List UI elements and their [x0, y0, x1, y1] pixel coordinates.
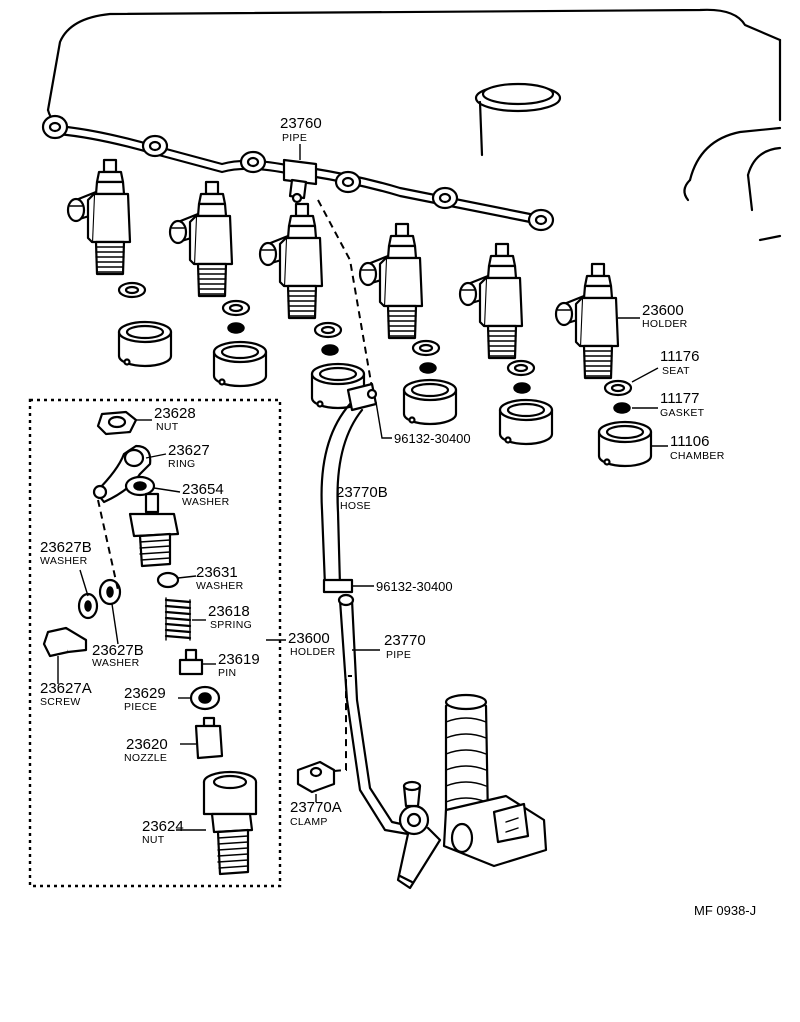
label-screw-23627a: 23627A SCREW: [40, 680, 92, 708]
part-name: PIN: [218, 667, 236, 679]
part-number: 23627B: [92, 642, 144, 659]
part-number: 11106: [670, 433, 710, 450]
part-number: 23770: [384, 632, 426, 649]
part-name: SPRING: [210, 619, 252, 631]
part-name: NUT: [156, 421, 179, 433]
part-number: 23629: [124, 685, 166, 702]
part-name: NUT: [142, 834, 165, 846]
part-name: SEAT: [662, 365, 690, 377]
label-nut-23628: 23628 NUT: [154, 405, 196, 433]
label-nut-23624: 23624 NUT: [142, 818, 184, 846]
part-name: WASHER: [196, 580, 244, 592]
label-clip-96132-lower: 96132-30400: [376, 579, 453, 594]
part-name: WASHER: [40, 555, 88, 567]
return-pipe: [41, 114, 555, 232]
part-number: 23654: [182, 481, 224, 498]
part-number: 23627A: [40, 680, 92, 697]
overflow-hose-assembly: [317, 199, 442, 890]
part-number: 23600: [642, 302, 684, 319]
part-number: 23620: [126, 736, 168, 753]
exploded-view-frame: [28, 398, 282, 888]
part-name: CLAMP: [290, 816, 328, 828]
part-number: 23627B: [40, 539, 92, 556]
label-ring-23627: 23627 RING: [168, 442, 210, 470]
part-name: HOLDER: [290, 646, 336, 658]
label-pipe-23760: 23760 PIPE: [280, 115, 322, 144]
label-washer-23627b-lower: 23627B WASHER: [92, 642, 144, 669]
part-number: 96132-30400: [376, 579, 453, 594]
part-number: 11176: [660, 348, 700, 365]
part-number: 23628: [154, 405, 196, 422]
label-clip-96132-upper: 96132-30400: [394, 431, 471, 446]
part-name: WASHER: [92, 657, 140, 669]
label-nozzle-23620: 23620 NOZZLE: [124, 736, 168, 764]
part-number: 23619: [218, 651, 260, 668]
part-name: GASKET: [660, 407, 705, 419]
label-seat-11176: 11176 SEAT: [660, 348, 700, 377]
label-piece-23629: 23629 PIECE: [124, 685, 166, 713]
label-pipe-23770: 23770 PIPE: [384, 632, 426, 661]
label-pin-23619: 23619 PIN: [218, 651, 260, 679]
part-name: SCREW: [40, 696, 81, 708]
part-name: CHAMBER: [670, 450, 725, 462]
label-holder-23600-exploded: 23600 HOLDER: [288, 630, 336, 658]
label-chamber-11106: 11106 CHAMBER: [670, 433, 725, 462]
part-number: 23600: [288, 630, 330, 647]
part-name: WASHER: [182, 496, 230, 508]
leader-lines: [57, 144, 668, 831]
part-name: PIPE: [282, 132, 307, 144]
part-number: 11177: [660, 390, 700, 407]
diagram-code: MF 0938-J: [694, 903, 756, 918]
label-hose-23770b: 23770B HOSE: [336, 484, 388, 512]
label-washer-23627b-left: 23627B WASHER: [40, 539, 92, 567]
part-name: RING: [168, 458, 195, 470]
part-name: HOSE: [340, 500, 371, 512]
label-spring-23618: 23618 SPRING: [208, 603, 252, 631]
part-name: HOLDER: [642, 318, 688, 330]
label-washer-23654: 23654 WASHER: [182, 481, 230, 508]
part-name: NOZZLE: [124, 752, 167, 764]
label-washer-23631: 23631 WASHER: [196, 564, 244, 592]
part-number: 23624: [142, 818, 184, 835]
part-number: 23631: [196, 564, 238, 581]
exploded-components: [42, 410, 336, 876]
label-gasket-11177: 11177 GASKET: [660, 390, 705, 419]
part-number: 23618: [208, 603, 250, 620]
part-number: 23770B: [336, 484, 388, 501]
injection-pump: [442, 693, 548, 868]
part-name: PIECE: [124, 701, 157, 713]
part-number: 96132-30400: [394, 431, 471, 446]
label-holder-23600-top: 23600 HOLDER: [642, 302, 688, 330]
engine-outline: [46, 8, 782, 242]
part-number: 23760: [280, 115, 322, 132]
part-number: 23627: [168, 442, 210, 459]
label-clamp-23770a: 23770A CLAMP: [290, 799, 342, 828]
part-name: PIPE: [386, 649, 411, 661]
part-number: 23770A: [290, 799, 342, 816]
